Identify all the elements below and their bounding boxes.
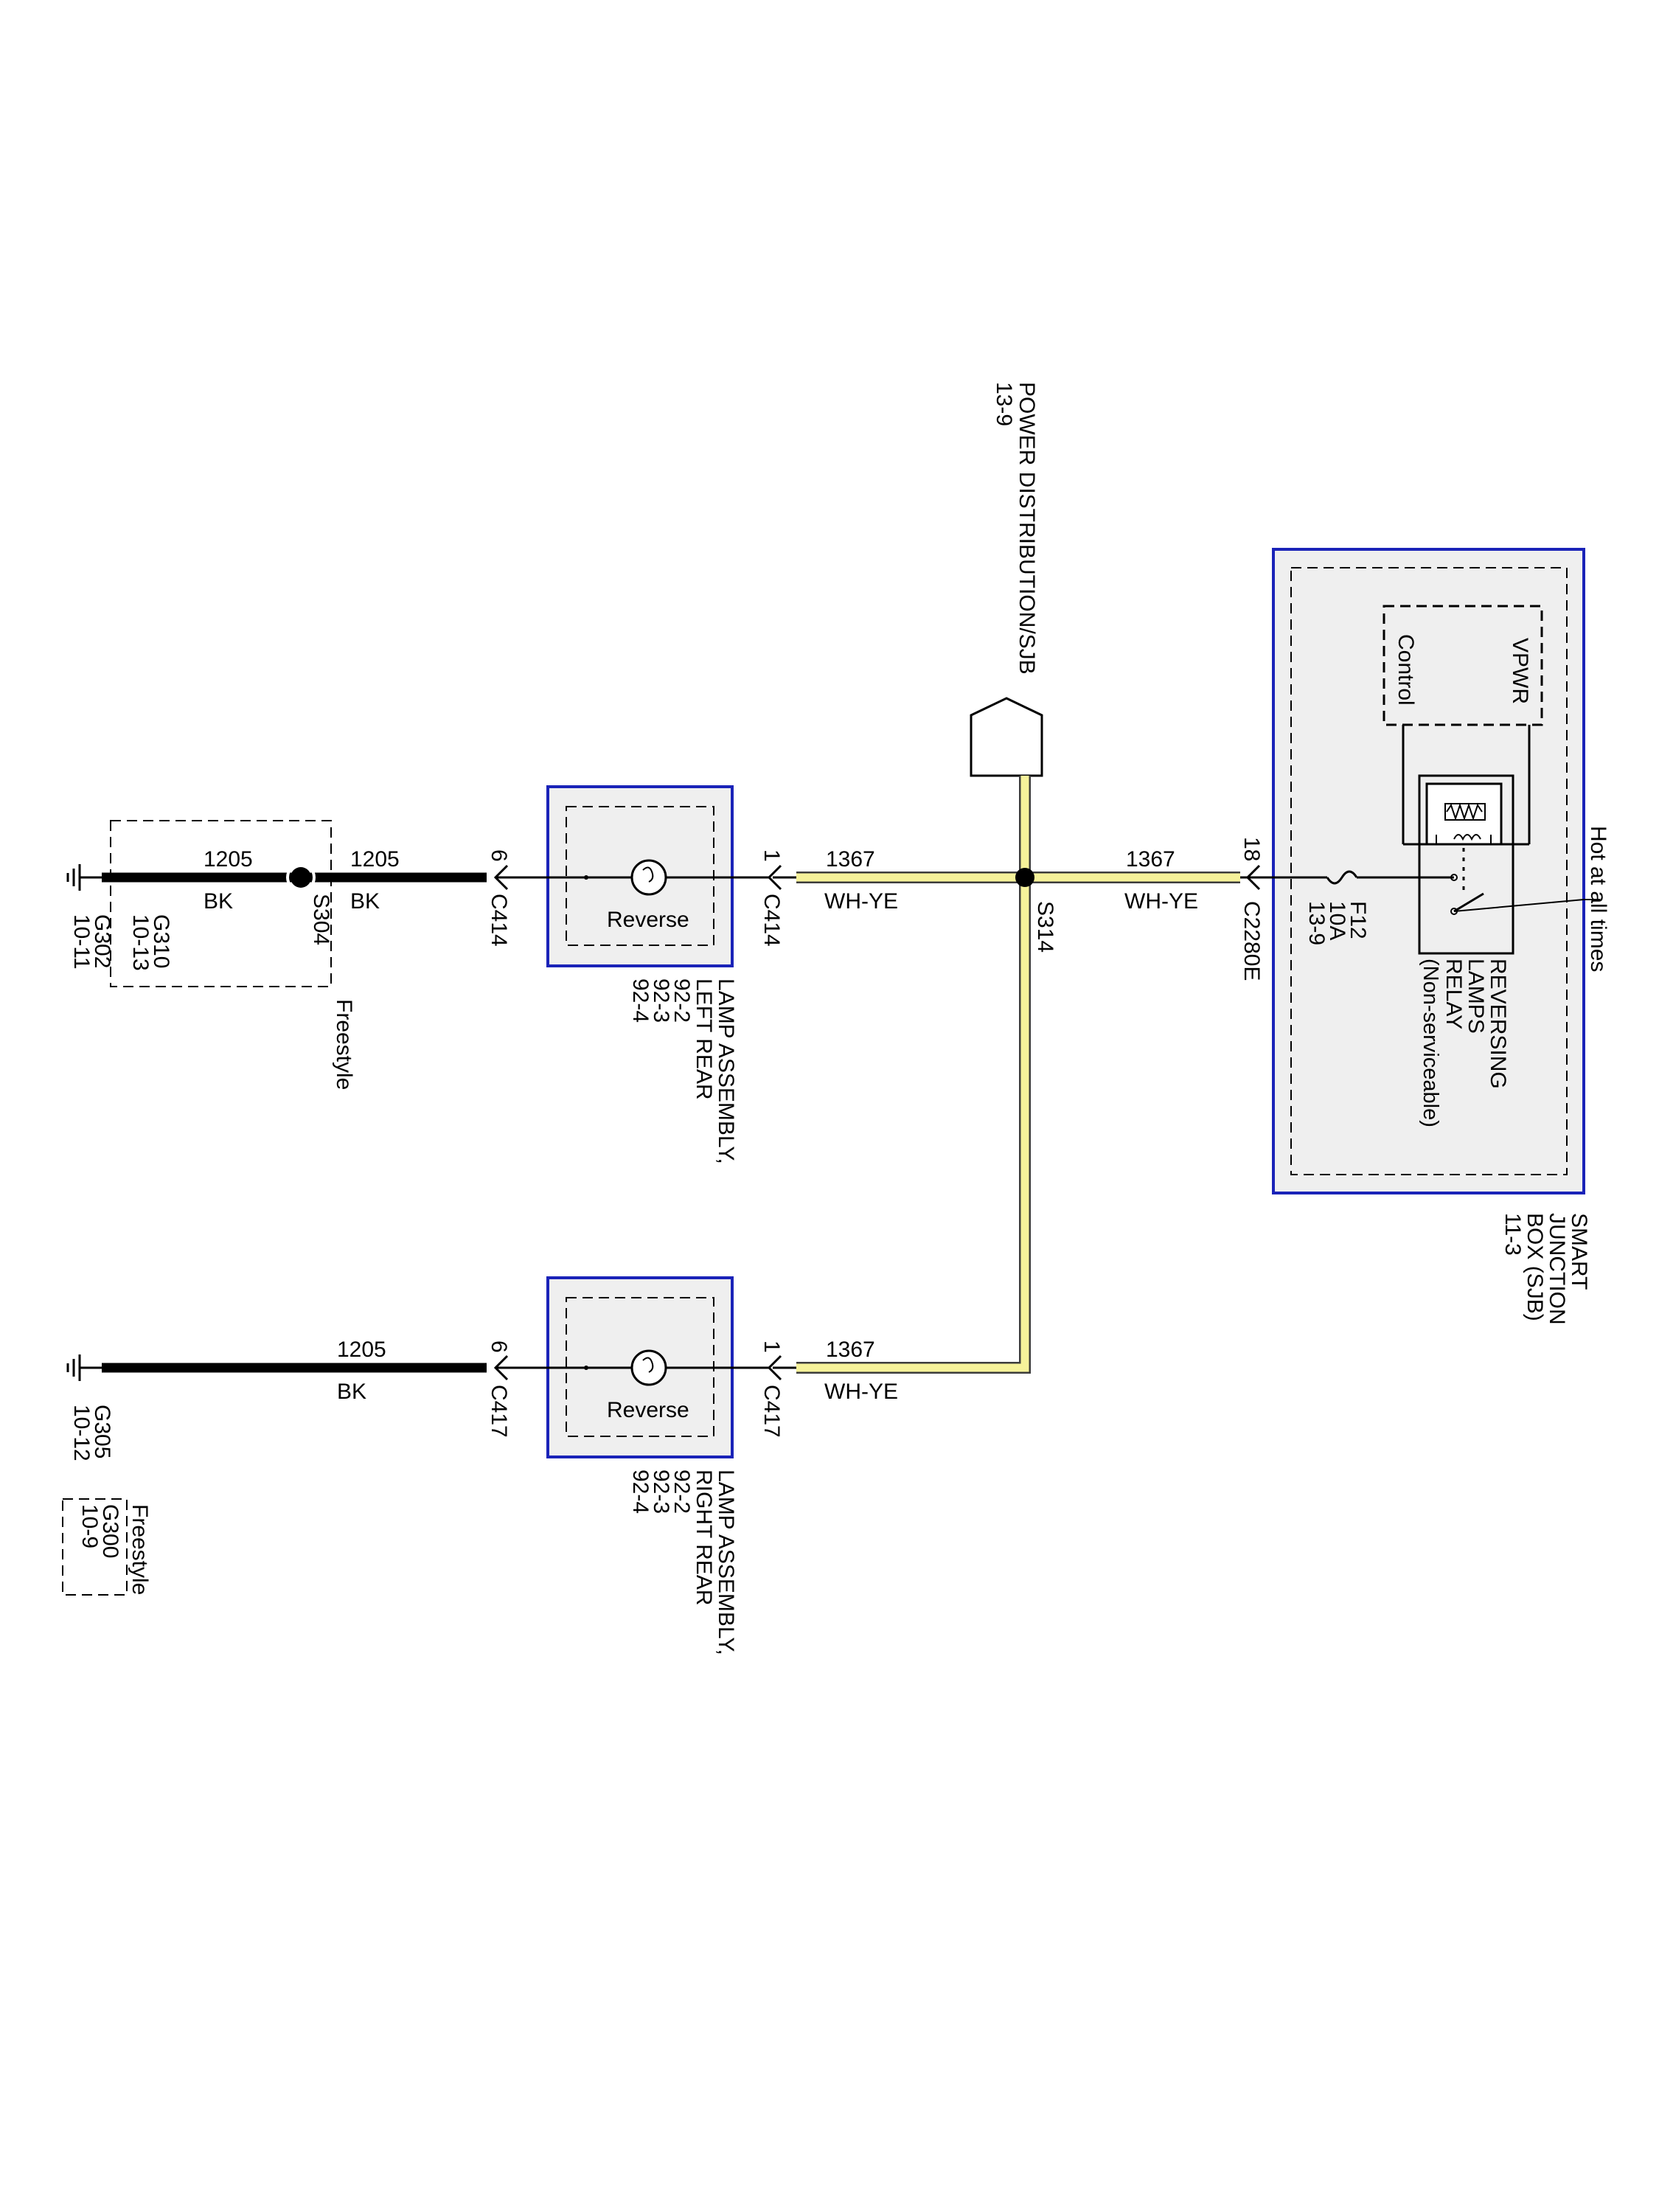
right-lamp-ref-1: 92-2: [669, 1470, 694, 1514]
c414-out-label: C414: [487, 894, 511, 947]
relay-title-3: RELAY: [1441, 959, 1466, 1029]
ground-top-icon: [66, 864, 81, 891]
left-lamp-title-1: LAMP ASSEMBLY,: [714, 978, 738, 1164]
wire-1205-label-b: 1205: [204, 847, 253, 872]
reverse-bulb-left-label: Reverse: [607, 908, 689, 932]
left-lamp-ref-2: 92-3: [649, 978, 673, 1023]
connector-c2280e-icon: [1245, 864, 1261, 891]
left-lamp-ref-1: 92-2: [669, 978, 694, 1023]
fuse-id: F12: [1346, 901, 1370, 939]
connector-c2280e-label: C2280E: [1239, 901, 1264, 981]
power-source-label: POWER DISTRIBUTION/SJB: [1015, 382, 1039, 675]
ground-g302-ref: 10-11: [69, 914, 94, 970]
splice-s314: S314: [1015, 868, 1057, 953]
lamp-assembly-left-rear: Reverse 1 C414 6 C414: [487, 785, 784, 967]
relay-title-2: LAMPS: [1464, 959, 1488, 1034]
left-lamp-title-2: LEFT REAR: [692, 978, 716, 1100]
right-lamp-title-1: LAMP ASSEMBLY,: [714, 1470, 738, 1655]
ground-bottom-icon: [66, 1354, 81, 1381]
relay-title-4: (Non-serviceable): [1419, 959, 1442, 1127]
power-source-arrow-icon: [970, 697, 1043, 777]
wire-1205-label-c: 1205: [337, 1338, 386, 1362]
hot-at-all-times-label: Hot at all times: [1586, 826, 1610, 972]
relay-control-module: [1382, 605, 1543, 726]
wire-1367-label-left: 1367: [826, 847, 875, 872]
sjb-title-1: SMART: [1567, 1213, 1591, 1290]
wire-1367-label-bottom: 1367: [826, 1338, 875, 1362]
sjb-title-3: BOX (SJB): [1523, 1213, 1547, 1321]
relay-title-1: REVERSING: [1486, 959, 1510, 1089]
smart-junction-box: VPWR Control Hot at all times REVER: [1239, 548, 1610, 1194]
wire-1367-color-bottom: WH-YE: [824, 1380, 898, 1404]
wire-1205-color-a: BK: [350, 889, 380, 914]
c414-out-pin: 6: [487, 849, 511, 862]
reverse-bulb-right-icon: [630, 1349, 667, 1386]
freestyle-bottom-label: Freestyle: [128, 1504, 152, 1595]
splice-s304-label: S304: [309, 894, 333, 945]
vpwr-label: VPWR: [1508, 638, 1532, 704]
right-lamp-title-2: RIGHT REAR: [692, 1470, 716, 1605]
left-lamp-ref-3: 92-4: [628, 978, 653, 1023]
power-source-ref: 13-9: [992, 382, 1016, 426]
wire-1205-top: [80, 863, 487, 892]
c417-in-label: C417: [759, 1385, 784, 1438]
ground-g310-label: G310: [149, 914, 173, 968]
ground-g310-ref: 10-13: [128, 914, 153, 971]
c414-in-label: C414: [759, 894, 784, 947]
sjb-title-2: JUNCTION: [1545, 1213, 1569, 1325]
sjb-ref: 11-3: [1500, 1213, 1525, 1256]
c417-in-pin: 1: [759, 1340, 784, 1353]
ground-g305-label: G305: [90, 1405, 114, 1458]
wire-1367-color-left: WH-YE: [824, 889, 898, 914]
fuse-f12-icon: [1326, 870, 1358, 885]
ground-g305-ref: 10-12: [69, 1405, 94, 1461]
wire-1205-color-b: BK: [204, 889, 233, 914]
splice-s304-dot: [291, 867, 311, 888]
c417-out-pin: 6: [487, 1340, 511, 1353]
fuse-ref: 13-9: [1304, 901, 1329, 945]
relay-coil-icon: [1425, 782, 1503, 846]
freestyle-box-top: [110, 820, 332, 987]
freestyle-top-label: Freestyle: [332, 999, 356, 1090]
lamp-assembly-right-rear: Reverse 1 C417 6 C417: [487, 1276, 784, 1458]
ground-g300-label: G300: [98, 1504, 122, 1558]
control-label: Control: [1394, 634, 1418, 706]
reverse-bulb-right-label: Reverse: [607, 1398, 689, 1422]
battery-feed-wire: [1453, 899, 1585, 912]
c414-in-pin: 1: [759, 849, 784, 862]
right-lamp-ref-2: 92-3: [649, 1470, 673, 1514]
wire-1367-color-right: WH-YE: [1124, 889, 1198, 914]
wire-1367-label-right: 1367: [1126, 847, 1175, 872]
power-source: POWER DISTRIBUTION/SJB 13-9: [970, 382, 1043, 777]
ground-g300-ref: 10-9: [77, 1504, 102, 1548]
fuse-rating: 10A: [1325, 901, 1349, 940]
wire-1205-color-c: BK: [337, 1380, 366, 1404]
reverse-bulb-left-icon: [630, 859, 667, 896]
splice-s314-label: S314: [1033, 901, 1057, 953]
reversing-lamps-relay: [1418, 774, 1514, 955]
connector-c2280e-pin: 18: [1239, 837, 1264, 861]
wire-1205-label-a: 1205: [350, 847, 400, 872]
ground-g302-label: G302: [90, 914, 114, 968]
right-lamp-ref-3: 92-4: [628, 1470, 653, 1514]
c417-out-label: C417: [487, 1385, 511, 1438]
